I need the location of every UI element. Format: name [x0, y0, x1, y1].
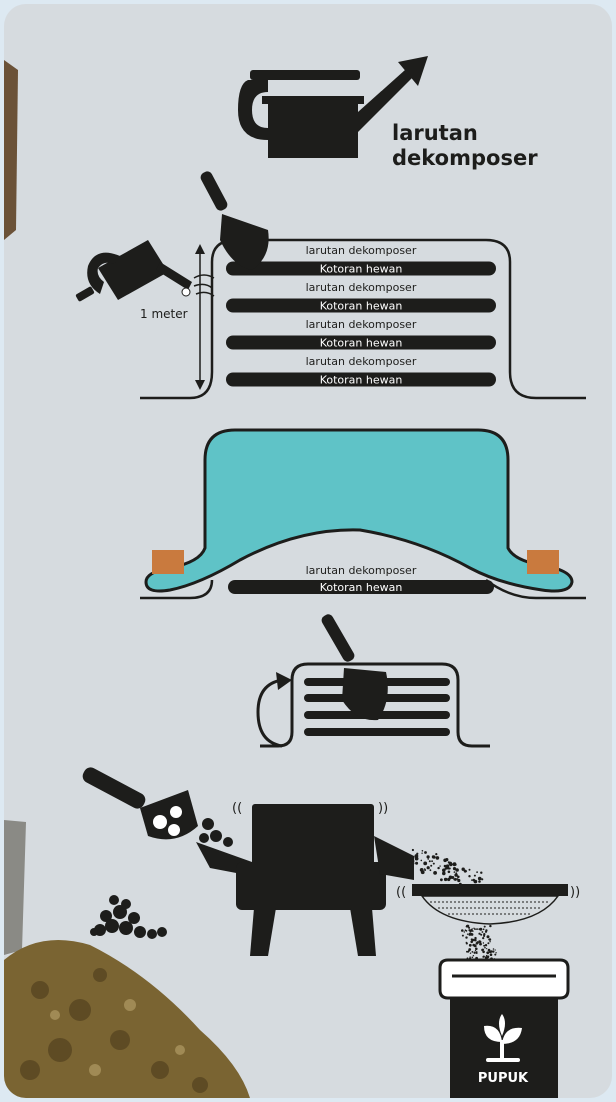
manure-layer-label: Kotoran hewan [320, 263, 403, 276]
solution-layer-label: larutan dekomposer [306, 281, 417, 294]
manure-layer-label: Kotoran hewan [320, 300, 403, 313]
covered-manure-label: Kotoran hewan [320, 581, 403, 594]
bag-label: PUPUK [478, 1071, 529, 1086]
can-label-line1: larutan [392, 121, 478, 145]
height-label: 1 meter [140, 307, 188, 321]
vibration-left-machine: (( [232, 801, 242, 816]
vibration-right-sieve: )) [570, 885, 580, 900]
manure-layer-label: Kotoran hewan [320, 374, 403, 387]
can-label-line2: dekomposer [392, 146, 538, 170]
covered-solution-label: larutan dekomposer [306, 564, 417, 577]
vibration-left-sieve: (( [396, 885, 406, 900]
vibration-right-machine: )) [378, 801, 388, 816]
left-edge-stick [4, 60, 18, 240]
manure-layer-label: Kotoran hewan [320, 337, 403, 350]
solution-layer-label: larutan dekomposer [306, 244, 417, 257]
brick-right [527, 550, 559, 574]
brick-left [152, 550, 184, 574]
solution-layer-label: larutan dekomposer [306, 318, 417, 331]
solution-layer-label: larutan dekomposer [306, 355, 417, 368]
